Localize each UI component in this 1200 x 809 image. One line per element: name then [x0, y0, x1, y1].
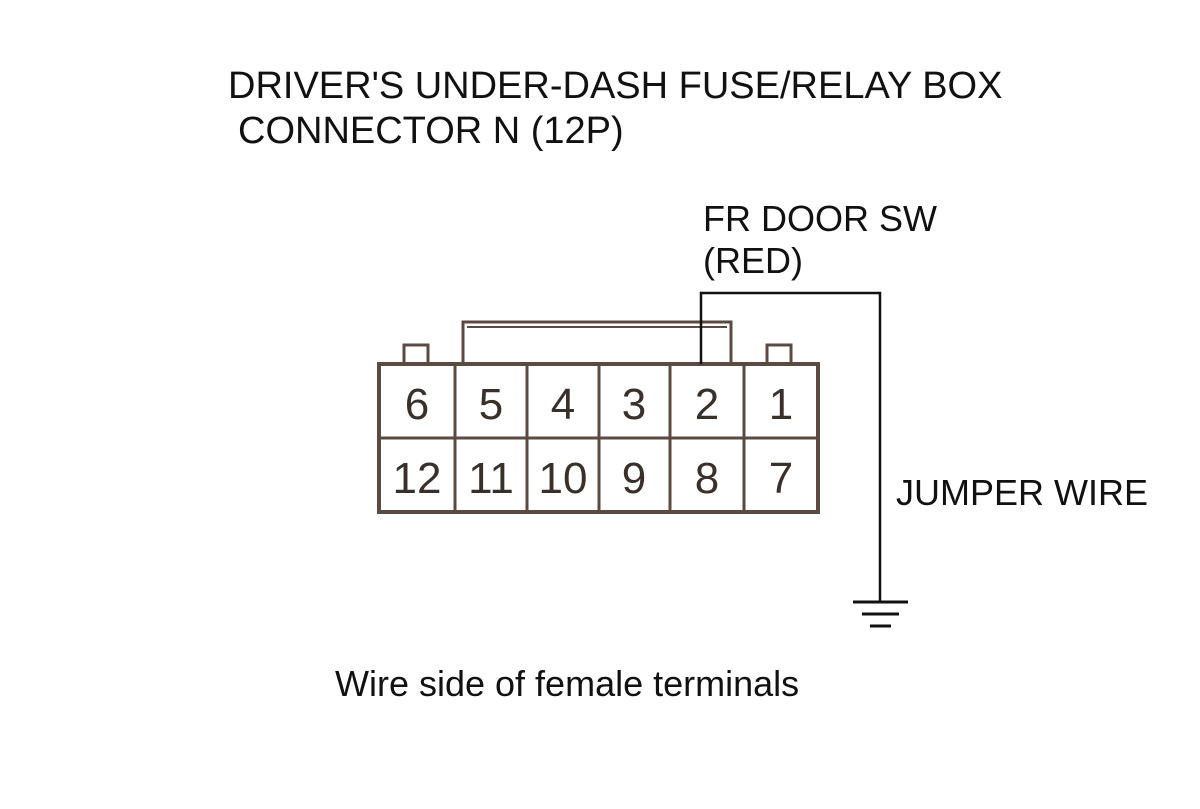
- connector-body: [377, 320, 820, 514]
- connector-right-tab: [765, 343, 793, 364]
- terminal-7: 7: [769, 454, 793, 503]
- ground-symbol-icon: [853, 600, 908, 628]
- connector-bottom-row: 12 11 10 9 8 7: [393, 454, 794, 503]
- terminal-3: 3: [622, 380, 646, 429]
- terminal-4: 4: [551, 380, 575, 429]
- terminal-9: 9: [622, 454, 646, 503]
- terminal-11: 11: [468, 454, 514, 503]
- jumper-wire: [699, 291, 882, 601]
- connector-top-row: 6 5 4 3 2 1: [405, 380, 793, 429]
- wire-label-line2: (RED): [703, 240, 803, 281]
- diagram-title-line1: DRIVER'S UNDER-DASH FUSE/RELAY BOX: [228, 65, 1002, 107]
- diagram-title-line2: CONNECTOR N (12P): [238, 110, 624, 152]
- jumper-wire-label: JUMPER WIRE: [896, 472, 1148, 513]
- connector-left-tab: [402, 343, 430, 364]
- terminal-12: 12: [393, 454, 442, 503]
- terminal-10: 10: [539, 454, 588, 503]
- terminal-8: 8: [695, 454, 719, 503]
- terminal-6: 6: [405, 380, 429, 429]
- connector-lock-tab: [461, 320, 733, 364]
- terminal-5: 5: [479, 380, 503, 429]
- diagram-caption: Wire side of female terminals: [335, 663, 799, 704]
- terminal-1: 1: [769, 380, 793, 429]
- wire-label-line1: FR DOOR SW: [703, 198, 937, 239]
- terminal-2: 2: [695, 380, 719, 429]
